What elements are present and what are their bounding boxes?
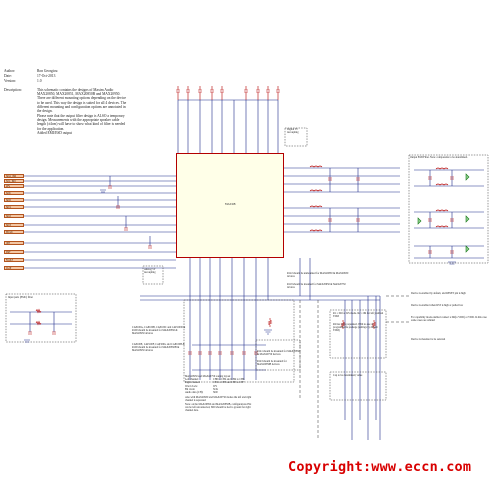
connector-flag: INT (4, 241, 24, 245)
device-note-1: Device is enabled by default, and RESET … (411, 292, 466, 295)
copyright-watermark: Copyright:www.eccn.com (288, 459, 472, 475)
date-label: Date: (4, 74, 12, 78)
connector-flag: SD3 (4, 223, 24, 227)
r143-note: R143 should be mounted for MAX20850B dev… (257, 360, 287, 366)
routing-label: Left channel: (185, 378, 199, 382)
device-note-3: For capability mode enabled connect a 0R… (411, 316, 487, 322)
routing-label: Right channel: (185, 381, 201, 385)
cap-input-note: Cap to be determined; value (333, 374, 363, 377)
analog-decoupling-note: Analog 5V decoupling (144, 268, 156, 274)
date-value: 17-Oct-2013 (37, 74, 56, 78)
routing-label: Audio data (CH): (185, 390, 204, 394)
author-label: Author: (4, 69, 16, 73)
description-paragraph-1: This schematic contains the designs of M… (37, 88, 127, 114)
ground-symbols (24, 189, 456, 343)
version-value: 1.0 (37, 79, 42, 83)
ic-reference: MAX98 (225, 202, 236, 206)
r141-note: R141 should be mounted for MAX20850 & MA… (257, 350, 300, 356)
device-note-2: Device is enabled when RST is high or pu… (411, 304, 464, 307)
connector-flag: FAULT (4, 258, 24, 262)
net-wires (10, 99, 484, 440)
input-filter-note: Input parts (EMC) filter (8, 296, 33, 299)
connector-flag: SCK (4, 191, 24, 195)
connector-flag: SCL_IN0 (4, 179, 24, 183)
r2-note: R2 has to be populated. With no use of p… (333, 323, 378, 332)
annotation-boxes (5, 127, 489, 401)
output-filter-note: Output EMI Filter. Note: components to b… (410, 156, 468, 159)
description-label: Description: (4, 88, 22, 92)
r118-note: R118 should be mounted for MAX20950 & MA… (287, 283, 346, 289)
passive-components (28, 86, 454, 355)
cap-note-2: CAP100E, CAP100F, CAP100G and CAP100H & … (132, 343, 185, 352)
r122-note: R122 should be unmounted for MAX20850 & … (287, 272, 349, 278)
r1-note: R1 = 0R for I2S mode. R2 = 0R for left j… (333, 312, 384, 318)
connector-flag: MCLK (4, 230, 24, 234)
bottom-note: Note: on the MAX20850 and MAX20850B, con… (185, 403, 252, 412)
routing-value: SD0 (213, 390, 218, 394)
routing-label: Word clock: (185, 384, 198, 388)
routing-table-row: Bit clock: SCK (185, 388, 295, 391)
routing-value: WS (213, 384, 217, 388)
connector-flag: WS (4, 184, 24, 188)
connector-flag: SDA_IN0 (4, 174, 24, 178)
description-paragraph-3: Added EMI/ESD output (37, 131, 72, 135)
description-paragraph-2: Please note that the output filter desig… (37, 114, 126, 131)
routing-table-title: MAX20950 and MAX20750 routing layout (185, 375, 231, 378)
amplifier-ic: MAX98 (176, 153, 284, 258)
cap-note-1: CAP100A, CAP100B, CAP100C and CAP100D & … (132, 326, 186, 335)
routing-table-row: Audio data (CH): SD0 (185, 391, 295, 394)
connector-flag: RST (4, 250, 24, 254)
routing-label: Bit clock: (185, 387, 196, 391)
version-label: Version: (4, 79, 16, 83)
routing-table-row: Word clock: WS (185, 385, 295, 388)
connector-flag: SD1 (4, 205, 24, 209)
routing-table-row: Right channel: CH1 to CH3 and CH5 to CH7 (185, 381, 295, 384)
dashed-leaders (299, 295, 410, 440)
digital-decoupling-note: Digital 5V decoupling (287, 128, 299, 134)
lr-note: Also with MAX20950 and MAX20750 modes th… (185, 396, 252, 402)
connector-flag: CLIP (4, 266, 24, 270)
routing-value: SCK (213, 387, 219, 391)
routing-value: CH0 to CH2 and CH4 to CH6 (213, 378, 245, 382)
device-note-4: Device is mounted to be selected (411, 338, 446, 341)
routing-value: CH1 to CH3 and CH5 to CH7 (213, 381, 245, 385)
output-diodes (417, 173, 470, 253)
routing-table: MAX20950 and MAX20750 routing layout Lef… (185, 375, 295, 394)
connector-flag: SD0 (4, 198, 24, 202)
routing-table-row: Left channel: CH0 to CH2 and CH4 to CH6 (185, 378, 295, 381)
author-value: Ron Georgiou (37, 69, 58, 73)
connector-flag: SD2 (4, 214, 24, 218)
